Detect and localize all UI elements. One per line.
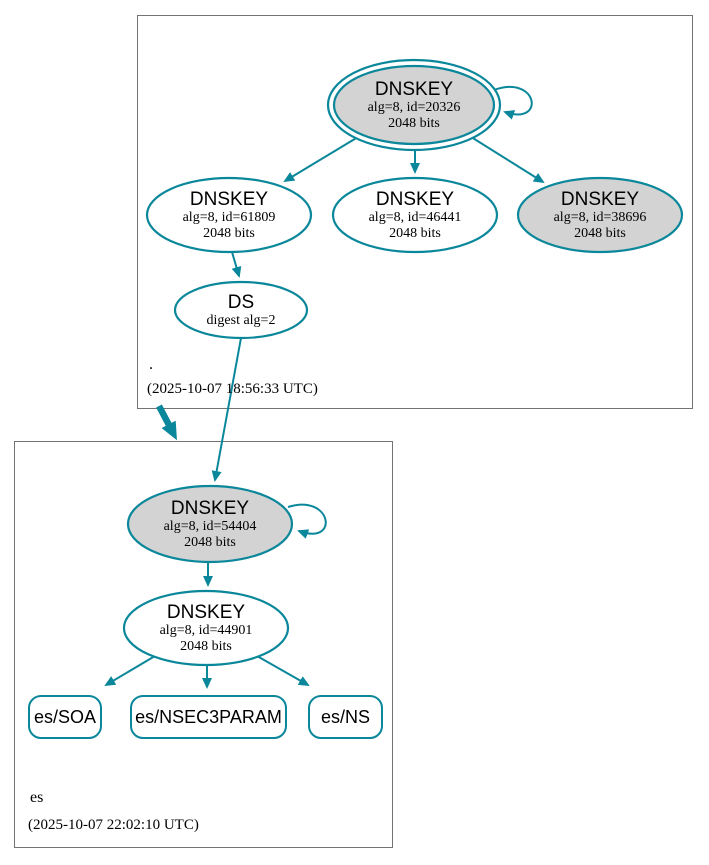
root-key46441-node-ellipse[interactable] — [331, 176, 499, 254]
es-zsk-node-ellipse[interactable] — [122, 589, 290, 667]
root-key46441-detail2: 2048 bits — [389, 225, 441, 241]
edge-ds-to-es-ksk — [211, 337, 242, 482]
rrset-es-nsec3param[interactable]: es/NSEC3PARAM — [130, 695, 287, 739]
root-zsk61809-node[interactable]: DNSKEY alg=8, id=61809 2048 bits — [147, 178, 311, 252]
es-ksk-node-ellipse[interactable] — [126, 484, 294, 564]
root-ksk-node-inner-ellipse[interactable] — [332, 64, 496, 146]
root-key38696-detail1: alg=8, id=38696 — [553, 209, 647, 225]
root-ksk-detail1: alg=8, id=20326 — [367, 99, 461, 115]
es-zone-name: es — [30, 789, 44, 806]
es-zsk-detail1: alg=8, id=44901 — [159, 622, 253, 638]
edge-eszsk-to-ns — [256, 655, 310, 686]
root-key46441-detail1: alg=8, id=46441 — [368, 209, 462, 225]
rrset-es-soa-label: es/SOA — [33, 706, 97, 727]
edge-zsk61809-to-ds — [231, 251, 242, 278]
zone-delegation-arrow — [156, 404, 177, 441]
rrset-es-nsec3param-label: es/NSEC3PARAM — [135, 706, 282, 727]
edge-rootksk-to-key38696 — [467, 134, 545, 184]
root-zsk61809-node-ellipse[interactable] — [145, 176, 313, 254]
es-zone-timestamp: (2025-10-07 22:02:10 UTC) — [28, 817, 199, 833]
root-ds-title: DS — [227, 291, 255, 313]
root-ksk-selfsign-loop — [493, 86, 533, 120]
es-ksk-node[interactable]: DNSKEY alg=8, id=54404 2048 bits — [128, 487, 292, 561]
root-ksk-node[interactable]: DNSKEY alg=8, id=20326 2048 bits — [334, 62, 494, 148]
root-zsk61809-detail1: alg=8, id=61809 — [182, 209, 276, 225]
root-ds-node-ellipse[interactable] — [173, 280, 309, 340]
root-zone-timestamp: (2025-10-07 18:56:33 UTC) — [147, 381, 318, 397]
root-ksk-title: DNSKEY — [374, 78, 454, 100]
root-key46441-title: DNSKEY — [375, 188, 455, 210]
es-ksk-detail1: alg=8, id=54404 — [163, 518, 257, 534]
root-ksk-detail2: 2048 bits — [388, 115, 440, 131]
root-zsk61809-detail2: 2048 bits — [203, 225, 255, 241]
es-ksk-title: DNSKEY — [170, 497, 250, 519]
root-zone-box — [137, 15, 693, 409]
es-zone-box — [14, 441, 393, 848]
root-key38696-detail2: 2048 bits — [574, 225, 626, 241]
root-key46441-node[interactable]: DNSKEY alg=8, id=46441 2048 bits — [333, 178, 497, 252]
root-key38696-node-ellipse[interactable] — [516, 176, 684, 254]
edge-rootksk-to-zsk61809 — [283, 133, 364, 183]
es-zsk-title: DNSKEY — [166, 601, 246, 623]
edge-eszsk-to-soa — [104, 655, 156, 687]
root-zone-name: . — [149, 356, 153, 373]
rrset-es-ns[interactable]: es/NS — [308, 695, 383, 739]
es-ksk-selfsign-loop — [287, 503, 327, 539]
root-ds-node[interactable]: DS digest alg=2 — [175, 283, 307, 337]
root-ds-detail1: digest alg=2 — [206, 312, 276, 328]
rrset-es-ns-label: es/NS — [320, 706, 371, 727]
root-zsk61809-title: DNSKEY — [189, 188, 269, 210]
root-key38696-title: DNSKEY — [560, 188, 640, 210]
rrset-es-soa[interactable]: es/SOA — [28, 695, 102, 739]
root-key38696-node[interactable]: DNSKEY alg=8, id=38696 2048 bits — [518, 178, 682, 252]
es-zsk-node[interactable]: DNSKEY alg=8, id=44901 2048 bits — [124, 591, 288, 665]
es-ksk-detail2: 2048 bits — [184, 534, 236, 550]
es-zsk-detail2: 2048 bits — [180, 638, 232, 654]
